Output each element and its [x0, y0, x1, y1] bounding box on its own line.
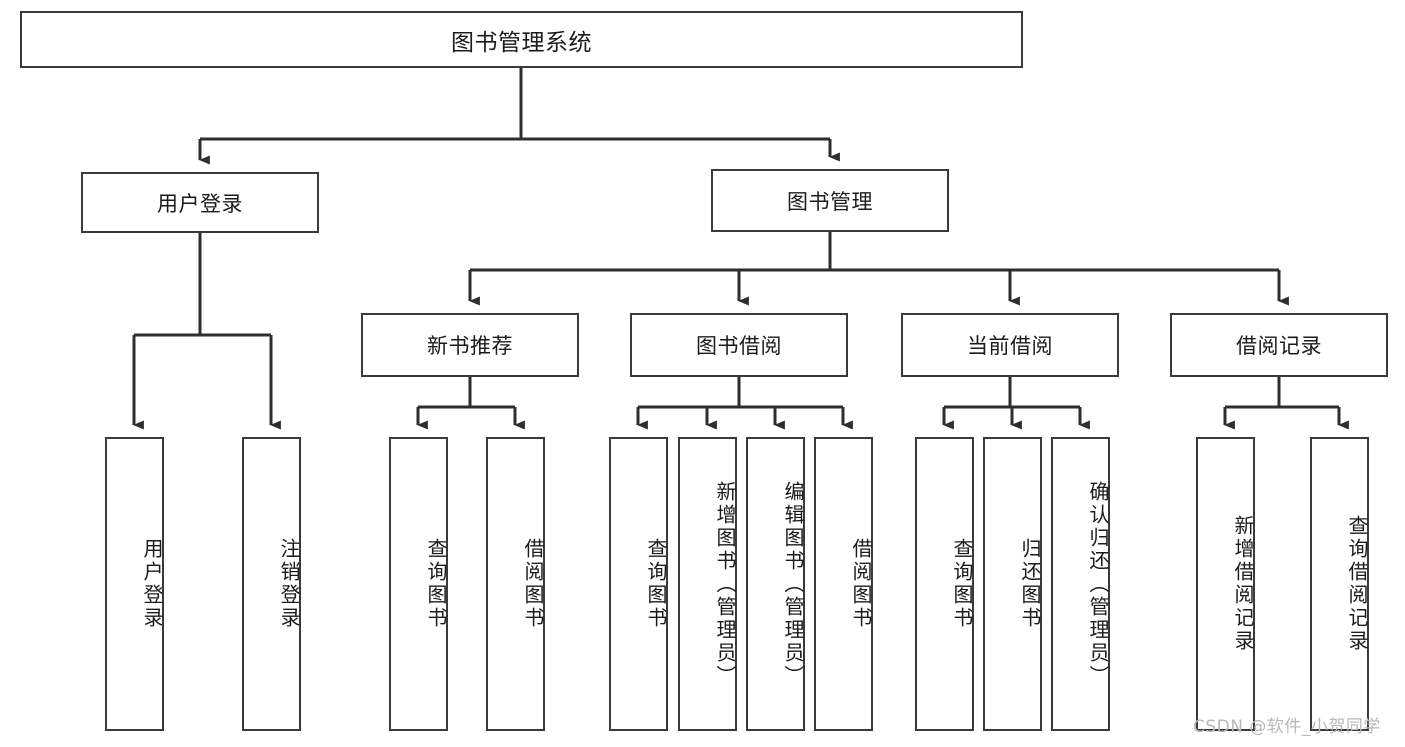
node-leaf-query-book-3[interactable]: 查询图书 [915, 437, 974, 731]
node-book-manage[interactable]: 图书管理 [711, 169, 949, 232]
node-user-login-label: 用户登录 [157, 191, 243, 216]
node-book-manage-label: 图书管理 [787, 189, 873, 214]
node-leaf-query-book-1[interactable]: 查询图书 [389, 437, 448, 731]
node-leaf-logout-login-label: 注销登录 [277, 538, 301, 630]
node-current-borrow-label: 当前借阅 [967, 334, 1053, 358]
node-leaf-edit-book-label: 编辑图书（管理员） [781, 480, 805, 688]
node-borrow-record[interactable]: 借阅记录 [1170, 313, 1388, 377]
node-new-book-recommend-label: 新书推荐 [427, 334, 513, 358]
node-leaf-borrow-book-1-label: 借阅图书 [521, 538, 545, 630]
node-leaf-query-book-1-label: 查询图书 [424, 538, 448, 630]
node-leaf-add-borrow-record-label: 新增借阅记录 [1231, 515, 1255, 653]
node-leaf-user-login[interactable]: 用户登录 [105, 437, 164, 731]
node-leaf-edit-book[interactable]: 编辑图书（管理员） [746, 437, 805, 731]
node-leaf-query-borrow-record-label: 查询借阅记录 [1345, 515, 1369, 653]
node-leaf-confirm-return[interactable]: 确认归还（管理员） [1051, 437, 1110, 731]
node-new-book-recommend[interactable]: 新书推荐 [361, 313, 579, 377]
node-book-borrow-label: 图书借阅 [696, 334, 782, 358]
node-book-borrow[interactable]: 图书借阅 [630, 313, 848, 377]
node-leaf-query-book-2[interactable]: 查询图书 [609, 437, 668, 731]
node-leaf-query-book-2-label: 查询图书 [644, 538, 668, 630]
node-leaf-add-book[interactable]: 新增图书（管理员） [678, 437, 737, 731]
node-leaf-return-book[interactable]: 归还图书 [983, 437, 1042, 731]
node-leaf-borrow-book-1[interactable]: 借阅图书 [486, 437, 545, 731]
node-leaf-user-login-label: 用户登录 [140, 538, 164, 630]
node-leaf-add-book-label: 新增图书（管理员） [713, 480, 737, 688]
node-borrow-record-label: 借阅记录 [1236, 334, 1322, 358]
node-root-label: 图书管理系统 [451, 29, 592, 56]
node-leaf-confirm-return-label: 确认归还（管理员） [1086, 480, 1110, 688]
node-user-login[interactable]: 用户登录 [81, 172, 319, 233]
node-leaf-add-borrow-record[interactable]: 新增借阅记录 [1196, 437, 1255, 731]
node-leaf-return-book-label: 归还图书 [1018, 538, 1042, 630]
node-leaf-logout-login[interactable]: 注销登录 [242, 437, 301, 731]
node-leaf-query-book-3-label: 查询图书 [950, 538, 974, 630]
node-leaf-borrow-book-2[interactable]: 借阅图书 [814, 437, 873, 731]
node-current-borrow[interactable]: 当前借阅 [901, 313, 1119, 377]
node-root[interactable]: 图书管理系统 [20, 11, 1023, 68]
node-leaf-borrow-book-2-label: 借阅图书 [849, 538, 873, 630]
node-leaf-query-borrow-record[interactable]: 查询借阅记录 [1310, 437, 1369, 731]
